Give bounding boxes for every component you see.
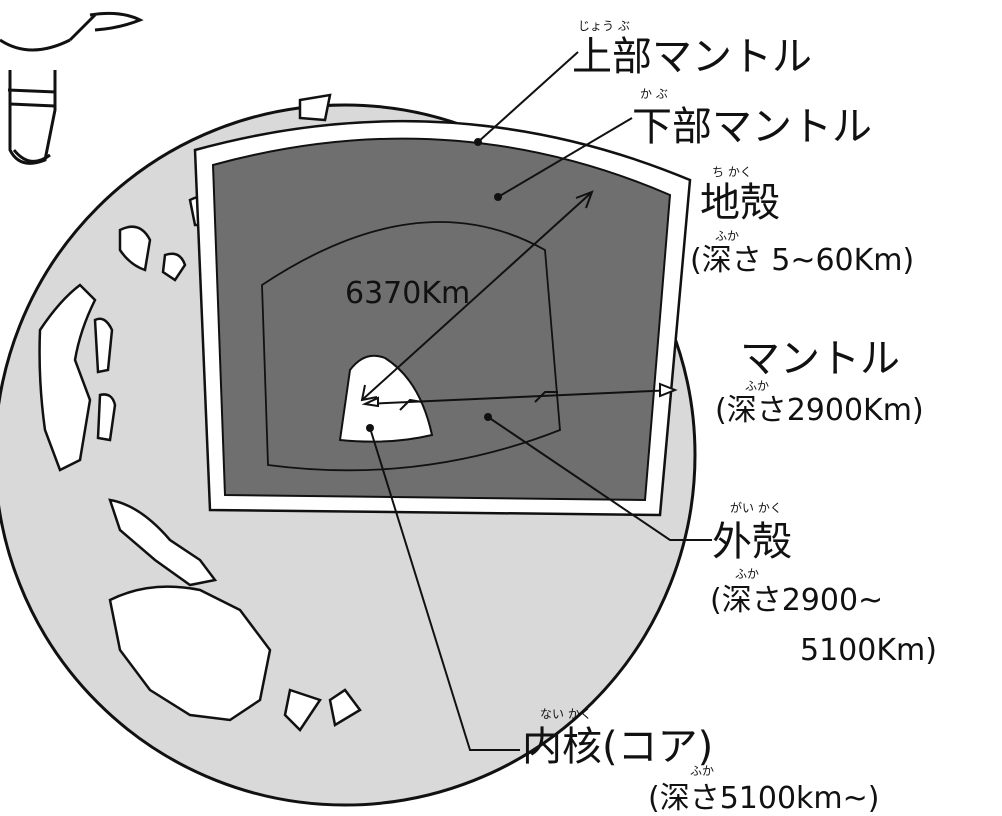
crust-depth: (深さ 5~60Km): [690, 243, 914, 278]
leader-lines: [369, 51, 712, 751]
globe: [0, 93, 697, 807]
measurement-arrows: [360, 190, 678, 411]
outer-core-depth-line1: (深さ2900~: [710, 583, 883, 618]
outer-core-region: [261, 221, 561, 472]
crust-depth-ruby: ふか: [715, 229, 739, 243]
upper-mantle-label: 上部マントル: [572, 34, 812, 80]
outer-core-depth-ruby: ふか: [735, 567, 759, 581]
mantle-depth-ruby: ふか: [745, 379, 769, 393]
inner-core-depth: (深さ5100km~): [648, 781, 880, 816]
crust-label: 地殻: [700, 180, 780, 226]
mantle-depth: (深さ2900Km): [715, 393, 924, 428]
radius-label: 6370Km: [345, 276, 470, 311]
lower-mantle-ruby: か ぶ: [640, 87, 668, 101]
character-illustration: [0, 11, 144, 165]
inner-core-ruby: ない かく: [540, 707, 592, 721]
landmasses: [38, 93, 362, 732]
inner-core-region: [338, 354, 434, 443]
crust-ruby: ち かく: [712, 165, 752, 179]
inner-core-label: 内核(コア): [522, 724, 713, 770]
outer-core-depth-line2: 5100Km): [800, 633, 937, 668]
inner-core-depth-ruby: ふか: [690, 764, 714, 778]
upper-mantle-ruby: じょう ぶ: [578, 19, 630, 33]
lower-mantle-label: 下部マントル: [632, 104, 872, 150]
outer-core-ruby: がい かく: [730, 500, 782, 515]
outer-core-label: 外殻: [712, 519, 792, 565]
cutaway: [193, 119, 692, 517]
mantle-label: マントル: [740, 336, 900, 382]
